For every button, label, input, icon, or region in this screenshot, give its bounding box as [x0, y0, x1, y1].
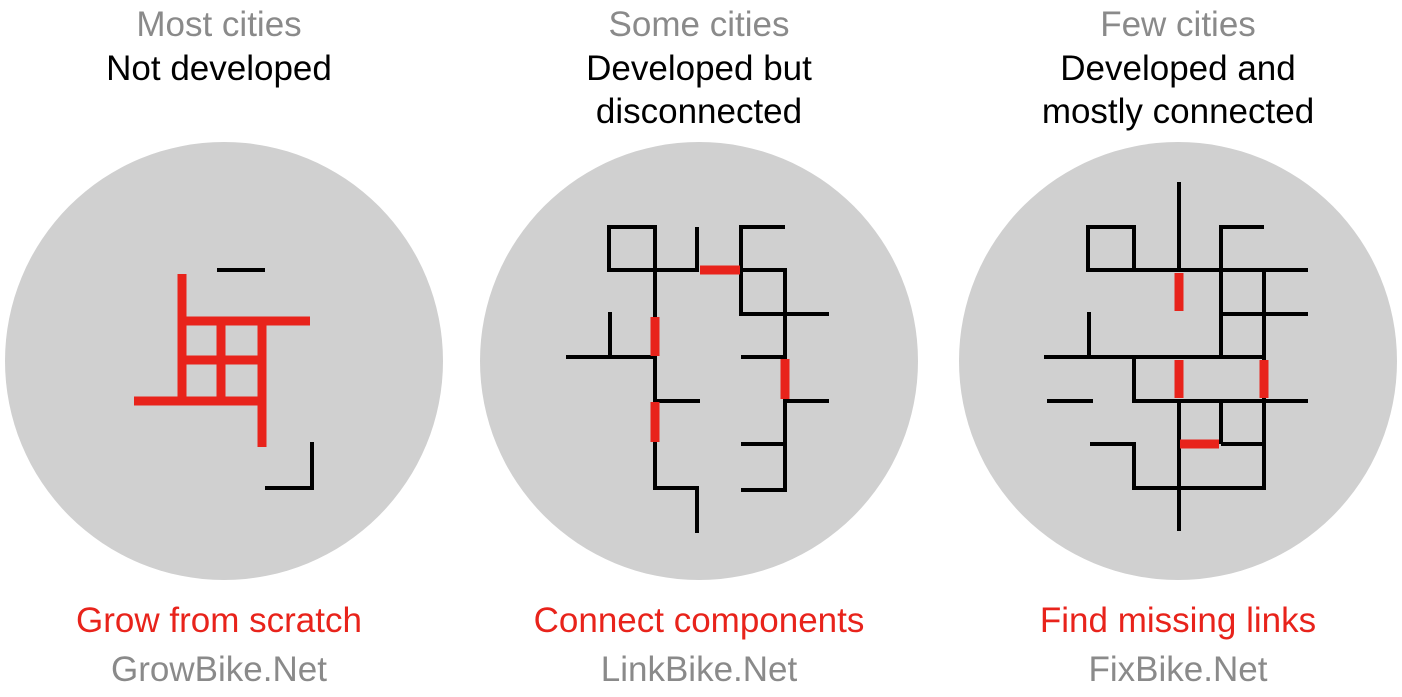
- site-label: FixBike.Net: [1088, 650, 1268, 689]
- state-label-line2: mostly connected: [1041, 92, 1315, 131]
- state-label: Developed but: [586, 49, 812, 88]
- state-label: Not developed: [106, 49, 332, 88]
- frequency-label: Most cities: [136, 5, 302, 44]
- panel-fix: Few cities Developed and mostly connecte…: [944, 0, 1402, 697]
- panel-grow: Most cities Not developed Grow from scra…: [0, 0, 453, 697]
- fix-network-diagram: [959, 142, 1397, 580]
- existing-network: [217, 268, 314, 490]
- action-label: Connect components: [533, 601, 865, 640]
- action-label: Find missing links: [1039, 601, 1317, 640]
- panel-link: Some cities Developed but disconnected: [465, 0, 933, 697]
- city-circle: [480, 142, 918, 580]
- state-label: Developed and: [1060, 49, 1296, 88]
- action-label: Grow from scratch: [76, 601, 362, 640]
- grow-network-diagram: [5, 142, 443, 580]
- frequency-label: Some cities: [608, 5, 790, 44]
- existing-network: [1044, 182, 1308, 531]
- missing-links: [1174, 273, 1269, 449]
- frequency-label: Few cities: [1100, 5, 1256, 44]
- new-links: [650, 265, 790, 442]
- state-label-line2: disconnected: [595, 92, 803, 131]
- site-label: GrowBike.Net: [111, 650, 327, 689]
- link-network-diagram: [480, 142, 918, 580]
- new-network: [134, 274, 310, 447]
- site-label: LinkBike.Net: [600, 650, 798, 689]
